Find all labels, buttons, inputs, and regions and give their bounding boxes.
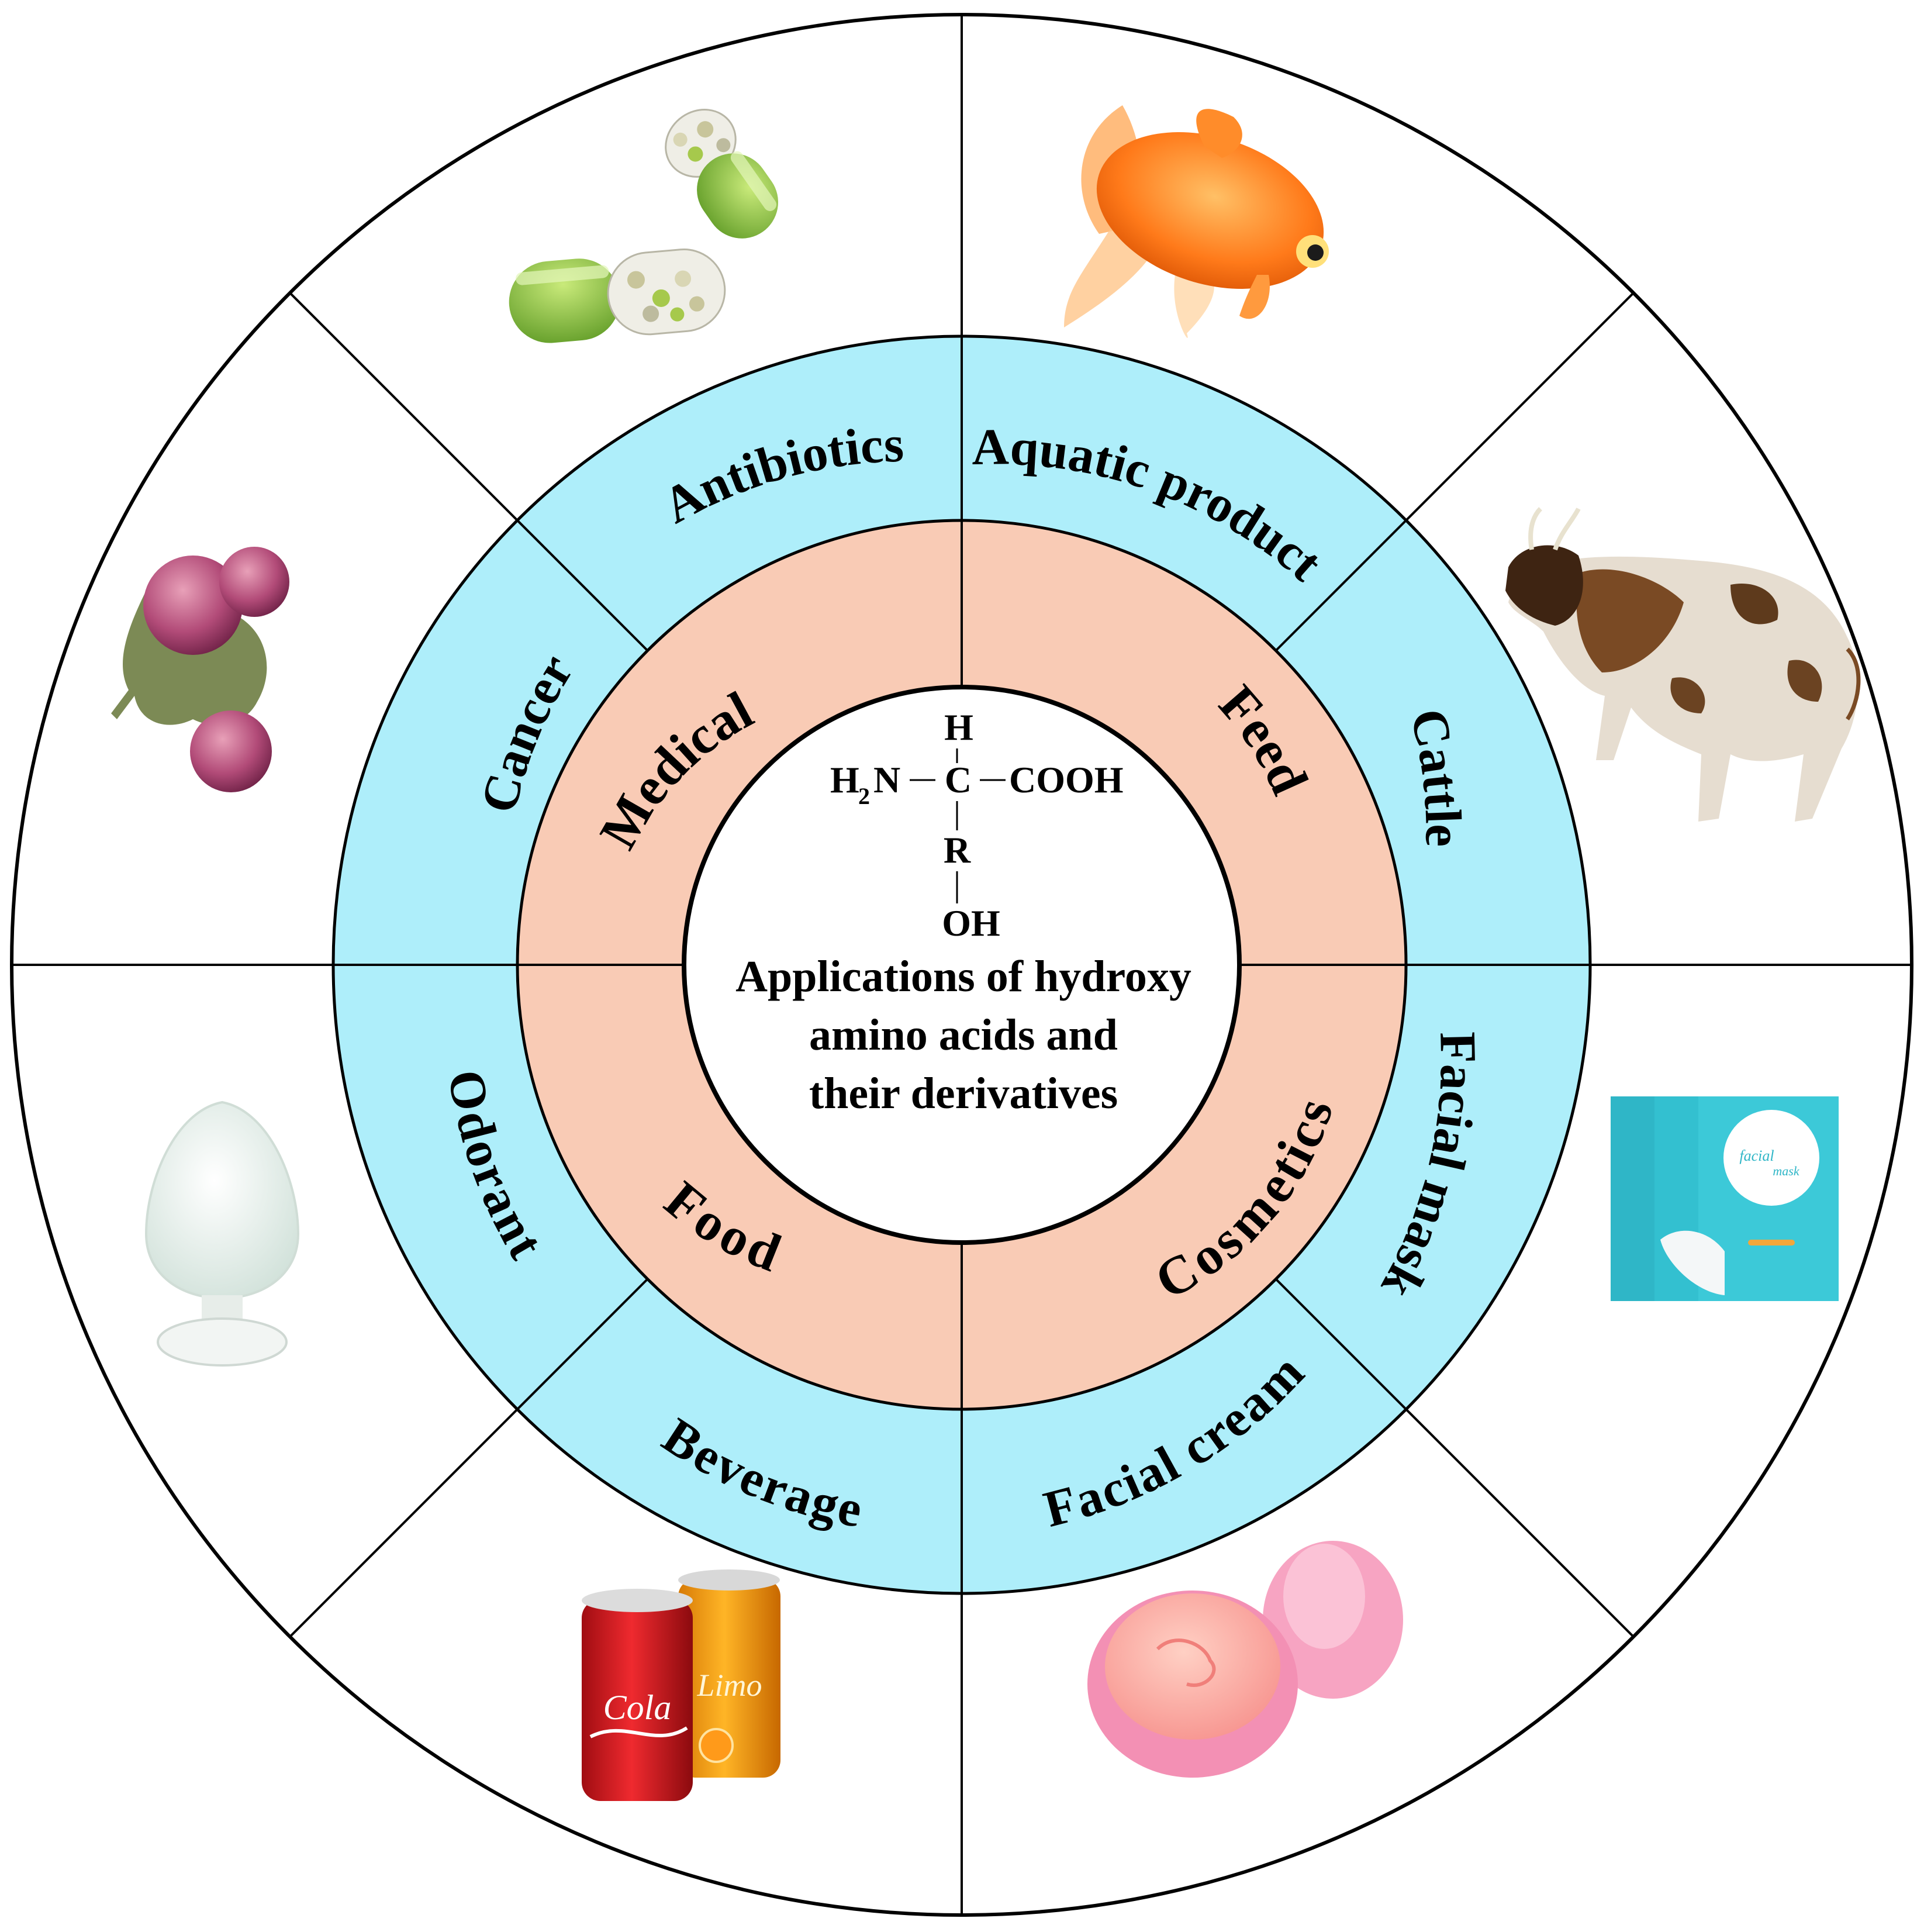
formula-carbon: C <box>945 759 972 801</box>
cancer-cell-icon <box>111 547 289 792</box>
divider-lower-left <box>289 1278 649 1638</box>
capsule-icon <box>509 109 779 343</box>
formula-r-group: R <box>944 829 971 871</box>
center-title-line-1: Applications of hydroxy <box>735 952 1191 1001</box>
cattle-icon <box>1505 507 1861 822</box>
center-title-line-2: amino acids and <box>809 1010 1118 1060</box>
center-title-line-3: their derivatives <box>809 1069 1118 1118</box>
facial-mask-box-icon: facial mask <box>1611 1096 1839 1301</box>
divider-lower-right <box>1274 1278 1635 1638</box>
center-title: Applications of hydroxy amino acids and … <box>735 952 1191 1118</box>
goldfish-icon <box>1064 105 1329 338</box>
divider-upper-left <box>289 292 649 652</box>
ring-dividers <box>12 15 1912 1915</box>
powder-flask-icon <box>144 1100 300 1367</box>
formula-amine-n: N <box>873 759 900 801</box>
divider-upper-right <box>1274 292 1635 652</box>
formula-carboxyl: COOH <box>1009 759 1124 801</box>
formula-amine-h: H <box>830 759 859 801</box>
formula-top-h: H <box>944 706 973 748</box>
cola-can-label: Cola <box>603 1688 672 1727</box>
mask-box-word-1: facial <box>1739 1147 1774 1164</box>
mask-box-word-2: mask <box>1773 1164 1799 1178</box>
structural-formula: H H 2 N C COOH R OH <box>830 706 1124 944</box>
limo-can-label: Limo <box>696 1668 762 1703</box>
soda-cans-icon: Limo Cola <box>582 1569 780 1801</box>
formula-hydroxyl: OH <box>942 902 1000 944</box>
formula-amine-subscript: 2 <box>858 783 870 809</box>
cream-jar-icon <box>1087 1541 1403 1778</box>
